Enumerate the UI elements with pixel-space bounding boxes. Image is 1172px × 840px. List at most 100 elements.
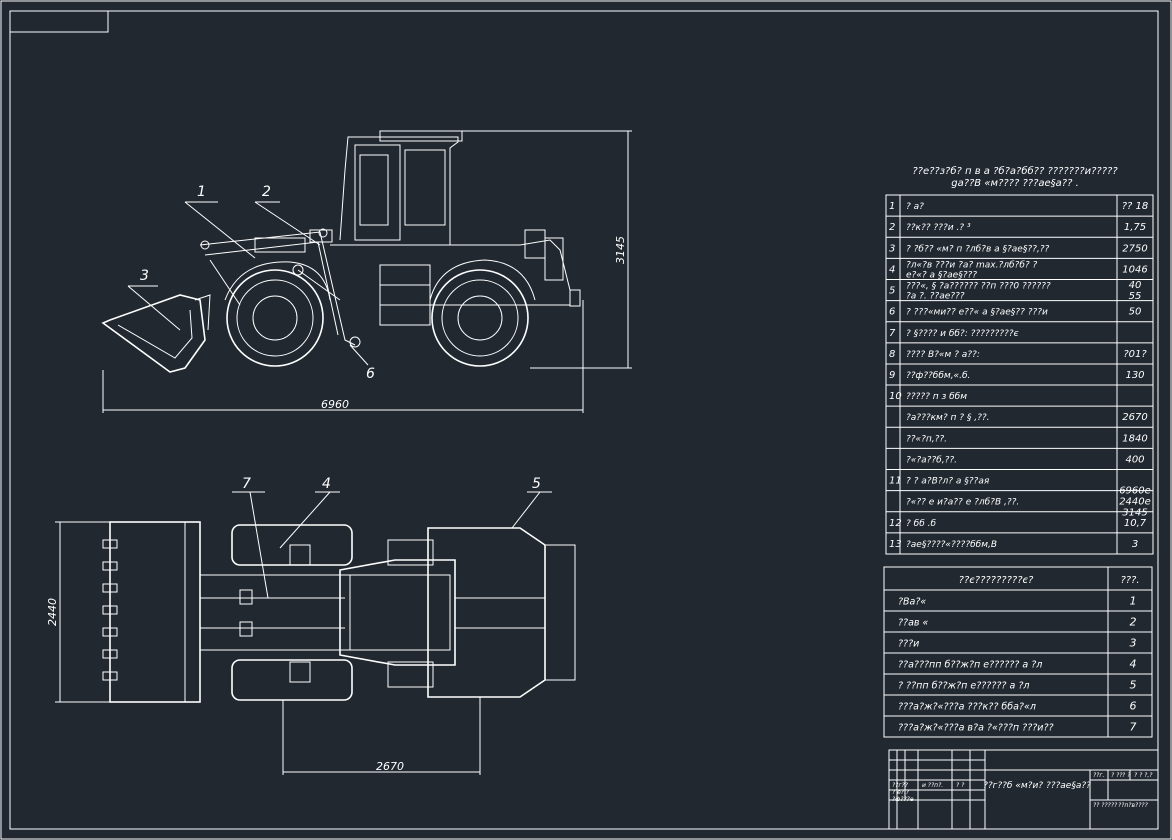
parts-row-name: ??а???пп б??ж?п е?????? а ?л — [898, 660, 1042, 671]
spec-row-desc: ?ае§????«????ббм,В — [906, 540, 997, 550]
spec-row-desc: ?а???км? п ? § ,??. — [906, 413, 990, 423]
leader-5 — [511, 491, 541, 529]
spec-row-desc: ???«, § ?а?????? ??п ???0 ?????? — [906, 282, 1051, 292]
spec-row-desc: ??ф??ббм,«.б. — [906, 371, 970, 381]
spec-row-value: ?? 18 — [1122, 201, 1149, 212]
spec-row-value: 2750 — [1122, 243, 1147, 254]
tooth — [102, 671, 118, 681]
cab-roof-plan — [349, 574, 451, 651]
spec-row-desc: ?«?а??б,??. — [906, 455, 957, 465]
rear-body — [427, 527, 546, 698]
spec-row-number: 7 — [889, 328, 896, 339]
spec-row-value: 1840 — [1122, 433, 1147, 444]
inner-frame — [9, 10, 1159, 830]
spec-row-value: 3 — [1132, 539, 1138, 550]
callout-4: 4 — [322, 476, 331, 492]
spec-row-number: 5 — [889, 286, 895, 297]
parts-row-pos: 7 — [1130, 721, 1137, 734]
cab-roof — [379, 130, 463, 142]
pin — [318, 228, 328, 238]
leader-3 — [127, 285, 181, 331]
spec-table-frame — [885, 194, 1154, 555]
callout-1: 1 — [197, 184, 206, 200]
spec-row-desc: ??«?п,??. — [906, 434, 947, 444]
parts-row-name: ??ав « — [898, 618, 929, 629]
tooth — [102, 561, 118, 571]
steps — [379, 264, 431, 326]
bucket — [101, 294, 206, 373]
leader-6 — [349, 344, 369, 366]
tb-field-2: ? е?.? — [892, 789, 910, 796]
spec-row-value: 400 — [1125, 454, 1144, 465]
parts-row-name: ???а?ж?«???а в?а ?«???п ???и?? — [898, 723, 1054, 734]
spec-row-desc: ?а ?. ??ае??? — [906, 292, 965, 302]
dim-base-label: 2670 — [376, 760, 404, 773]
spec-row-desc: ? ? а?В?л? а §??ая — [906, 477, 990, 487]
spec-row-desc: ? ???«ми?? е??« а §?ае§?? ???и — [906, 308, 1048, 318]
hub — [289, 661, 311, 683]
parts-row-name: ???а?ж?«???а ???к?? бба?«л — [898, 702, 1036, 713]
parts-row-pos: 2 — [1130, 616, 1137, 629]
parts-row-pos: 5 — [1130, 679, 1137, 692]
spec-row-number: 10 — [889, 391, 902, 402]
spec-row-desc: ???? В?«м ? а??: — [906, 350, 980, 360]
callout-5: 5 — [532, 476, 541, 492]
tb-field-5: ? ? — [956, 782, 965, 789]
spec-row-desc: ??к?? ???и .? ³ — [906, 223, 971, 233]
spec-row-value: 1046 — [1122, 264, 1147, 275]
spec-row-value: 10,7 — [1124, 518, 1147, 529]
spec-row-desc: ? а? — [906, 202, 924, 212]
spec-row-value: 130 — [1125, 370, 1144, 381]
spec-row-number: 1 — [889, 201, 895, 212]
parts-row-pos: 6 — [1130, 700, 1137, 713]
rear-counterweight — [569, 289, 581, 307]
rear-wheel-hub — [457, 295, 503, 341]
spec-row-desc: е?«? а §?ае§??? — [906, 270, 977, 280]
callout-7: 7 — [242, 476, 251, 492]
tb-sheet-c: ? ? — [1122, 772, 1131, 779]
tooth — [102, 627, 118, 637]
tb-field-1: ??г?? — [892, 782, 909, 789]
leader-1 — [184, 201, 256, 259]
tb-sheet-a: ??г. — [1093, 772, 1105, 779]
tooth — [102, 583, 118, 593]
tooth — [102, 649, 118, 659]
spec-row-value: ?01? — [1123, 349, 1147, 360]
rear-wheel-top — [387, 539, 434, 566]
leader-7 — [249, 491, 269, 599]
parts-row-pos: 3 — [1130, 637, 1137, 650]
spec-row-desc: ????? п з ббм — [906, 392, 967, 402]
dim-height-label: 3145 — [614, 236, 627, 264]
parts-header-pos: ???. — [1120, 575, 1139, 586]
callout-2: 2 — [262, 184, 271, 200]
spec-row-desc: ? §???? и бб?: ?????????є — [906, 329, 1019, 339]
spec-row-value: 3145 — [1122, 508, 1147, 519]
bucket-mount — [194, 294, 211, 331]
cyl — [239, 621, 253, 637]
front-fender — [224, 261, 331, 301]
tb-field-4: и ??п?. — [922, 782, 943, 789]
parts-row-name: ???и — [898, 639, 919, 650]
tb-field-3: ?ф???е — [892, 796, 914, 803]
callout-3: 3 — [140, 268, 149, 284]
spec-row-number: 3 — [889, 243, 895, 254]
parts-row-pos: 1 — [1130, 595, 1137, 608]
spec-row-value: 50 — [1129, 307, 1142, 318]
spec-title-line2: gа??В «м???? ???ае§а?? . — [951, 178, 1079, 189]
front-wheel-rim — [236, 279, 314, 357]
bucket-inner — [117, 309, 193, 359]
tooth — [102, 605, 118, 615]
boom-arm — [199, 231, 356, 346]
linkage — [297, 269, 341, 301]
plan-front-wheel-bottom — [231, 659, 353, 701]
spec-row-value: 55 — [1129, 291, 1142, 302]
parts-row-pos: 4 — [1130, 658, 1137, 671]
spec-row-value: 2670 — [1122, 412, 1147, 423]
dim-length-label: 6960 — [321, 398, 349, 411]
front-frame — [199, 574, 351, 651]
plan-bucket — [109, 521, 201, 703]
boom-arm-inner — [204, 241, 339, 336]
